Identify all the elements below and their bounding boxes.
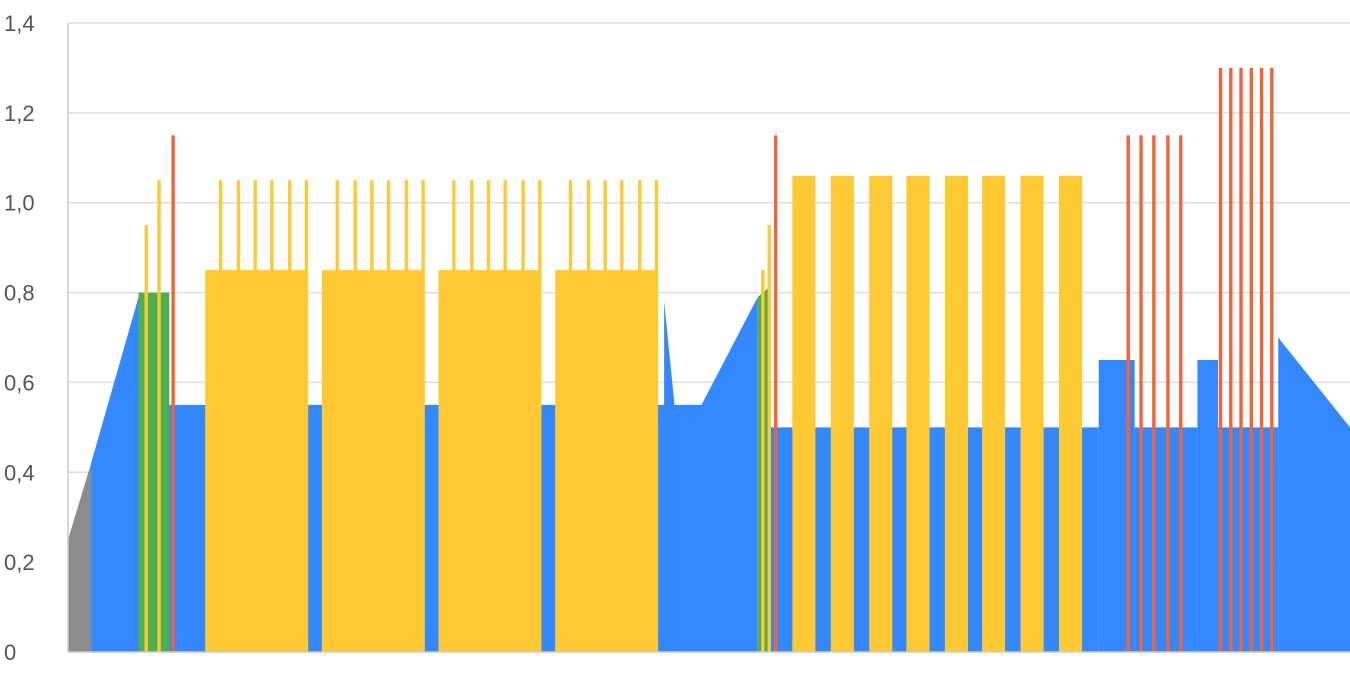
yellow-segment	[792, 175, 816, 652]
yellow-segment	[906, 175, 930, 652]
yellow-spike	[253, 180, 257, 652]
yellow-spike	[761, 270, 765, 652]
red-spike	[1229, 67, 1233, 652]
chart-marks	[68, 67, 1350, 653]
yellow-spike	[521, 180, 525, 652]
yellow-spike	[270, 180, 274, 652]
blue-segment	[1278, 337, 1350, 652]
green-segment	[138, 292, 170, 652]
yellow-spike	[353, 180, 357, 652]
blue-segment	[766, 427, 1099, 652]
y-tick-label: 0,4	[4, 460, 35, 485]
yellow-spike	[157, 180, 161, 652]
yellow-spike	[304, 180, 309, 652]
red-spike	[1179, 135, 1183, 653]
blue-segment	[689, 297, 758, 652]
yellow-segment	[869, 175, 893, 652]
yellow-spike	[404, 180, 409, 652]
y-tick-label: 0,2	[4, 550, 35, 575]
yellow-spike	[218, 180, 223, 652]
yellow-spike	[421, 180, 425, 652]
blue-segment	[664, 301, 688, 652]
red-spike	[1166, 135, 1170, 653]
gray-segment	[68, 463, 92, 652]
yellow-segment	[1058, 175, 1083, 652]
yellow-spike	[386, 180, 391, 652]
yellow-spike	[586, 180, 591, 652]
yellow-segment	[1020, 175, 1044, 652]
blue-segment	[1197, 359, 1218, 652]
yellow-spike	[503, 180, 507, 652]
red-spike	[1126, 135, 1130, 653]
yellow-spike	[288, 180, 292, 652]
yellow-spike	[236, 180, 241, 652]
red-spike	[1239, 67, 1243, 652]
yellow-spike	[486, 180, 491, 652]
yellow-spike	[620, 180, 624, 652]
axes: 0 0,2 0,4 0,6 0,8 1,0 1,2 1,4	[4, 11, 1350, 665]
yellow-spike	[638, 180, 642, 652]
red-spike	[1218, 67, 1223, 652]
red-spike	[1270, 67, 1274, 652]
y-tick-label: 0,6	[4, 370, 35, 395]
yellow-segment	[830, 175, 854, 652]
y-tick-label: 1,4	[4, 11, 35, 36]
y-tick-label: 1,0	[4, 191, 35, 216]
yellow-spike	[538, 180, 542, 652]
yellow-spike	[767, 225, 771, 652]
red-spike	[1249, 67, 1253, 652]
red-spike	[1152, 135, 1156, 653]
y-tick-label: 1,2	[4, 101, 35, 126]
yellow-spike	[603, 180, 607, 652]
blue-segment	[91, 297, 139, 652]
yellow-spike	[335, 180, 339, 652]
red-spike	[1139, 135, 1143, 653]
y-tick-label: 0,8	[4, 281, 35, 306]
yellow-segment	[982, 175, 1006, 652]
red-spike	[171, 135, 175, 653]
y-tick-label: 0	[4, 640, 16, 665]
yellow-spike	[370, 180, 374, 652]
red-spike	[1259, 67, 1264, 652]
red-spike	[773, 135, 778, 653]
yellow-spike	[144, 225, 148, 652]
yellow-spike	[452, 180, 456, 652]
yellow-spike	[568, 180, 573, 652]
blue-segment	[1217, 427, 1279, 652]
yellow-spike	[654, 180, 659, 652]
blue-segment	[1098, 359, 1135, 652]
yellow-spike	[470, 180, 474, 652]
blue-segment	[1134, 427, 1198, 652]
yellow-segment	[944, 175, 968, 652]
